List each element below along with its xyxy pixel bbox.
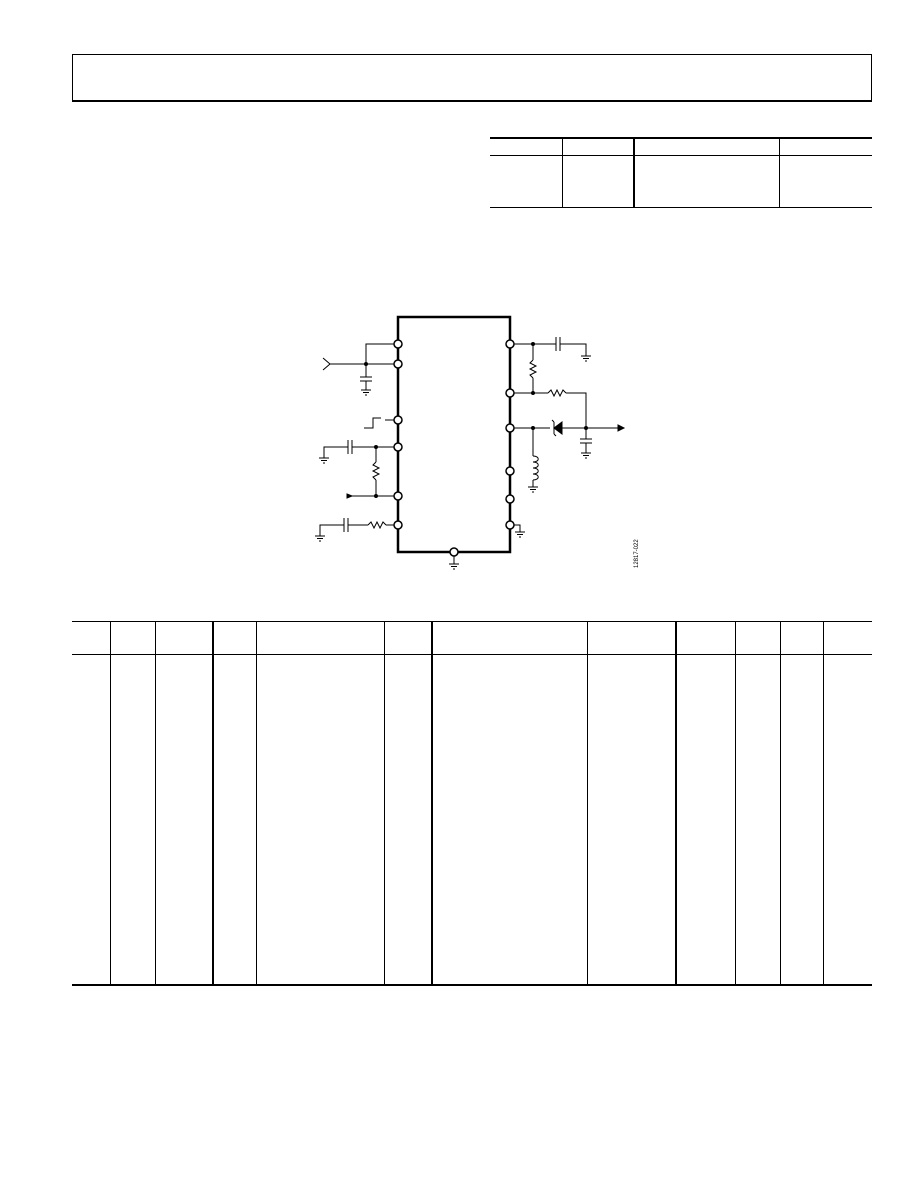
ground-icon — [581, 452, 591, 459]
capacitor-symbol — [360, 376, 372, 382]
capacitor-symbol — [580, 438, 592, 444]
ground-icon — [581, 355, 591, 362]
pin-left-6 — [393, 520, 403, 530]
table-header-rule — [72, 654, 872, 655]
table-top-rule — [72, 621, 872, 622]
pin-right-5 — [505, 494, 515, 504]
top-right-table — [490, 137, 872, 208]
main-table — [72, 621, 872, 987]
resistor-symbol — [367, 520, 387, 530]
pin-left-4 — [393, 442, 403, 452]
figure-code: 12817-022 — [634, 539, 640, 568]
capacitor-symbol — [343, 518, 349, 532]
resistor-symbol — [371, 461, 381, 481]
ground-icon — [515, 531, 525, 538]
ground-icon — [315, 535, 325, 542]
pin-right-3 — [505, 423, 515, 433]
table-bottom-rule — [72, 984, 872, 986]
ground-icon — [319, 457, 329, 464]
output-arrow-icon — [617, 424, 626, 432]
table-bottom-rule — [490, 207, 872, 208]
ground-icon — [361, 389, 371, 396]
table-column-divider — [675, 621, 677, 984]
page-header-box — [72, 54, 872, 102]
input-arrow-icon — [322, 357, 331, 371]
pin-right-1 — [505, 339, 515, 349]
table-column-divider — [633, 137, 635, 208]
table-column-divider — [780, 621, 781, 984]
table-top-rule — [490, 137, 872, 139]
pin-left-3 — [393, 415, 403, 425]
table-column-divider — [110, 621, 111, 984]
table-column-divider — [587, 621, 588, 984]
pin-right-4 — [505, 466, 515, 476]
table-column-divider — [212, 621, 214, 984]
capacitor-symbol — [347, 440, 353, 454]
table-column-divider — [735, 621, 736, 984]
pin-bottom — [449, 547, 459, 557]
pin-left-2 — [393, 359, 403, 369]
ground-icon — [449, 563, 459, 570]
pin-left-1 — [393, 339, 403, 349]
ground-icon — [528, 486, 538, 493]
pin-left-5 — [393, 491, 403, 501]
table-column-divider — [384, 621, 385, 984]
inductor-symbol — [532, 455, 539, 481]
step-signal-icon — [364, 417, 381, 429]
table-column-divider — [155, 621, 156, 984]
output-arrow-icon — [346, 493, 354, 499]
table-column-divider — [562, 137, 563, 208]
table-column-divider — [256, 621, 257, 984]
table-column-divider — [431, 621, 433, 984]
resistor-symbol — [547, 388, 567, 398]
ic-body — [396, 315, 512, 554]
pin-right-2 — [505, 388, 515, 398]
application-circuit-schematic: 12817-022 — [315, 315, 640, 570]
table-header-rule — [490, 155, 872, 156]
table-column-divider — [779, 137, 780, 208]
diode-symbol — [553, 421, 563, 435]
table-column-divider — [823, 621, 824, 984]
pin-right-6 — [505, 520, 515, 530]
capacitor-symbol — [555, 337, 561, 351]
resistor-symbol — [528, 359, 538, 379]
